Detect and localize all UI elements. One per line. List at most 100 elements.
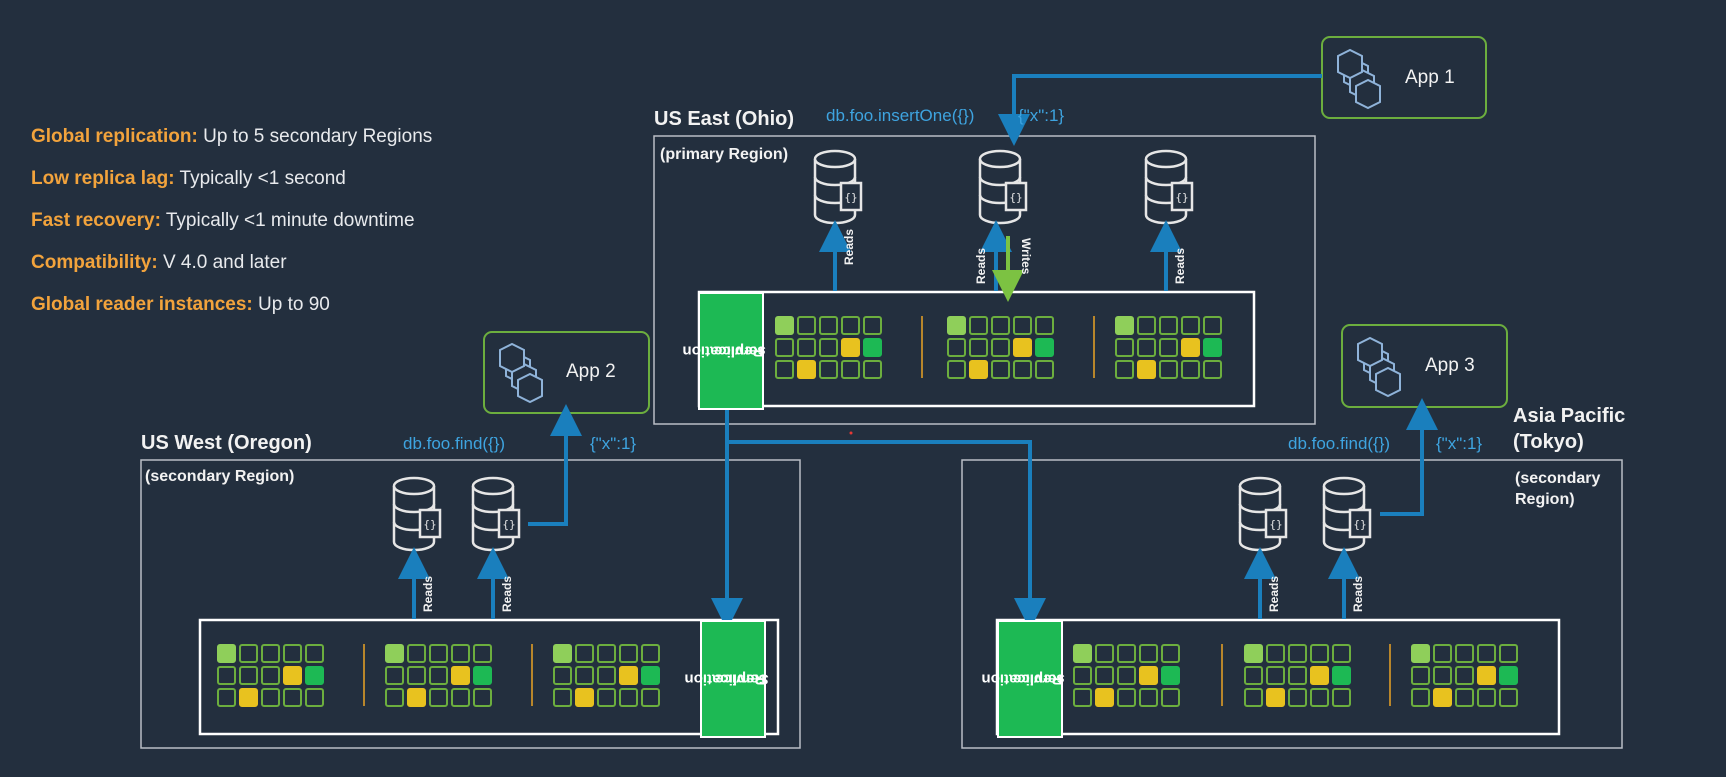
storage-cell: [1310, 644, 1329, 663]
command-result-tokyo: {"x":1}: [1436, 434, 1483, 453]
storage-cell: [429, 688, 448, 707]
storage-cell: [283, 666, 302, 685]
feature-list: Global replication: Up to 5 secondary Re…: [31, 116, 432, 326]
storage-cell: [1073, 666, 1092, 685]
storage-cell: [1013, 316, 1032, 335]
storage-cell: [429, 644, 448, 663]
storage-cell: [473, 688, 492, 707]
reads-label: Reads: [421, 576, 435, 612]
storage-cell: [841, 360, 860, 379]
database-document-icon: [978, 149, 1028, 225]
storage-cell: [261, 666, 280, 685]
storage-cell: [217, 688, 236, 707]
command-find-west: db.foo.find({}): [403, 434, 506, 453]
storage-cell: [991, 360, 1010, 379]
storage-cell: [1095, 666, 1114, 685]
storage-cell: [239, 688, 258, 707]
storage-cell: [1181, 338, 1200, 357]
database-document-icon: [1238, 476, 1288, 552]
app2-label: App 2: [566, 361, 616, 382]
storage-cell: [429, 666, 448, 685]
storage-cell: [991, 338, 1010, 357]
storage-cell: [863, 338, 882, 357]
storage-cell: [597, 688, 616, 707]
storage-cell: [239, 666, 258, 685]
storage-cell: [451, 644, 470, 663]
storage-cell: [1139, 688, 1158, 707]
storage-cell: [1035, 338, 1054, 357]
region-subtitle-us-east: (primary Region): [660, 146, 789, 163]
storage-cell: [261, 644, 280, 663]
storage-cell: [1117, 644, 1136, 663]
storage-cell: [1310, 688, 1329, 707]
storage-cell: [1455, 644, 1474, 663]
storage-cell: [841, 316, 860, 335]
storage-cell: [1139, 666, 1158, 685]
storage-cell: [1332, 666, 1351, 685]
storage-cell: [1035, 360, 1054, 379]
storage-cell: [1266, 666, 1285, 685]
region-box-us-west: [140, 459, 801, 749]
region-box-tokyo: [961, 459, 1623, 749]
storage-cell: [1117, 688, 1136, 707]
storage-cell: [1332, 644, 1351, 663]
storage-cell: [1073, 644, 1092, 663]
storage-cell: [863, 360, 882, 379]
region-title-us-east: US East (Ohio): [654, 108, 795, 130]
storage-cell: [797, 338, 816, 357]
reads-label: Reads: [1267, 576, 1281, 612]
storage-cell: [283, 688, 302, 707]
storage-cell: [1181, 360, 1200, 379]
storage-cell: [969, 338, 988, 357]
storage-cell: [1161, 688, 1180, 707]
feature-value: Up to 5 secondary Regions: [203, 126, 433, 147]
command-result-west: {"x":1}: [590, 434, 637, 453]
storage-cell: [947, 360, 966, 379]
app3-read-arrow: [1380, 398, 1438, 516]
feature-key: Compatibility:: [31, 252, 158, 273]
feature-key: Global replication:: [31, 126, 198, 147]
storage-cell: [1115, 360, 1134, 379]
storage-volume-primary: [697, 290, 1256, 408]
storage-cell: [819, 316, 838, 335]
feature-compatibility: Compatibility: V 4.0 and later: [31, 242, 432, 284]
storage-cell: [305, 688, 324, 707]
storage-cell: [1244, 688, 1263, 707]
app-cubes-icon: [1357, 337, 1401, 397]
reads-label: Reads: [1351, 576, 1365, 612]
replication-label: Service: [714, 670, 769, 688]
storage-cell: [1137, 316, 1156, 335]
storage-cell: [1139, 644, 1158, 663]
storage-cell: [863, 316, 882, 335]
database-document-icon: [813, 149, 863, 225]
storage-cell: [1244, 644, 1263, 663]
storage-cell: [451, 666, 470, 685]
replication-label: service: [713, 342, 766, 360]
storage-cell: [991, 316, 1010, 335]
storage-cell: [407, 644, 426, 663]
storage-cell: [1159, 338, 1178, 357]
storage-cell: [1411, 666, 1430, 685]
storage-cell: [1288, 666, 1307, 685]
region-box-us-east: [653, 135, 1316, 425]
storage-cell: [1411, 644, 1430, 663]
storage-cell: [819, 338, 838, 357]
feature-value: V 4.0 and later: [162, 252, 287, 273]
app3-label: App 3: [1425, 355, 1475, 376]
storage-cell: [1203, 338, 1222, 357]
storage-cell: [1013, 338, 1032, 357]
storage-cell: [1433, 688, 1452, 707]
storage-cell: [473, 644, 492, 663]
storage-cell: [385, 688, 404, 707]
command-insert: db.foo.insertOne({}): [826, 106, 975, 125]
storage-cell: [1073, 688, 1092, 707]
storage-cell: [1115, 338, 1134, 357]
storage-cell: [1433, 644, 1452, 663]
reads-label: Reads: [974, 248, 988, 284]
storage-cell: [1013, 360, 1032, 379]
feature-key: Fast recovery:: [31, 210, 161, 231]
replication-label: service: [1012, 670, 1065, 688]
region-title-line: (Tokyo): [1513, 431, 1584, 453]
